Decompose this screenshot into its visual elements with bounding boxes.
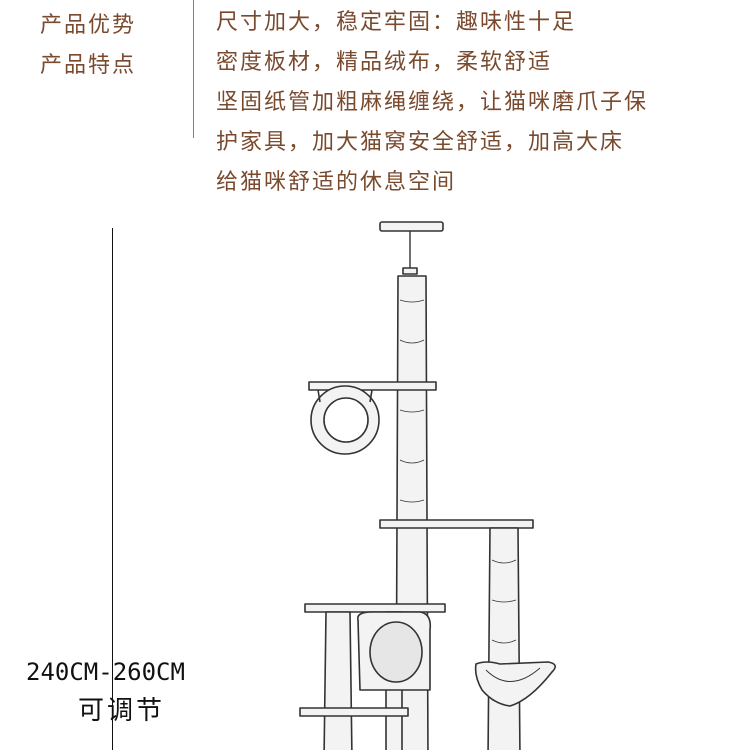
ceiling-pad <box>379 221 444 232</box>
upper-platform <box>308 381 437 391</box>
description-line: 给猫咪舒适的休息空间 <box>216 170 457 195</box>
bottom-platform <box>299 707 409 717</box>
height-indicator-line <box>112 228 113 750</box>
rod-nut <box>402 267 418 275</box>
feature-description: 尺寸加大，稳定牢固：趣味性十足 密度板材，精品绒布，柔软舒适 坚固纸管加粗麻绳缠… <box>216 3 736 203</box>
middle-platform <box>379 519 534 529</box>
feature-labels: 产品优势 产品特点 <box>40 6 190 86</box>
right-post <box>487 527 521 750</box>
lower-platform <box>304 603 446 613</box>
play-ring-hole <box>323 397 369 443</box>
lower-left-post <box>323 611 353 750</box>
hammock <box>474 661 556 707</box>
height-range: 240CM-260CM <box>26 658 185 686</box>
condo-opening <box>369 621 423 683</box>
description-line: 护家具，加大猫窝安全舒适，加高大床 <box>216 130 625 155</box>
adjustable-label: 可调节 <box>78 696 166 726</box>
description-line: 尺寸加大，稳定牢固：趣味性十足 <box>216 10 577 35</box>
label-divider <box>193 0 194 138</box>
characteristics-label: 产品特点 <box>40 53 137 78</box>
description-line: 密度板材，精品绒布，柔软舒适 <box>216 50 553 75</box>
description-line: 坚固纸管加粗麻绳缠绕，让猫咪磨爪子保 <box>216 90 649 115</box>
advantages-label: 产品优势 <box>40 13 137 38</box>
